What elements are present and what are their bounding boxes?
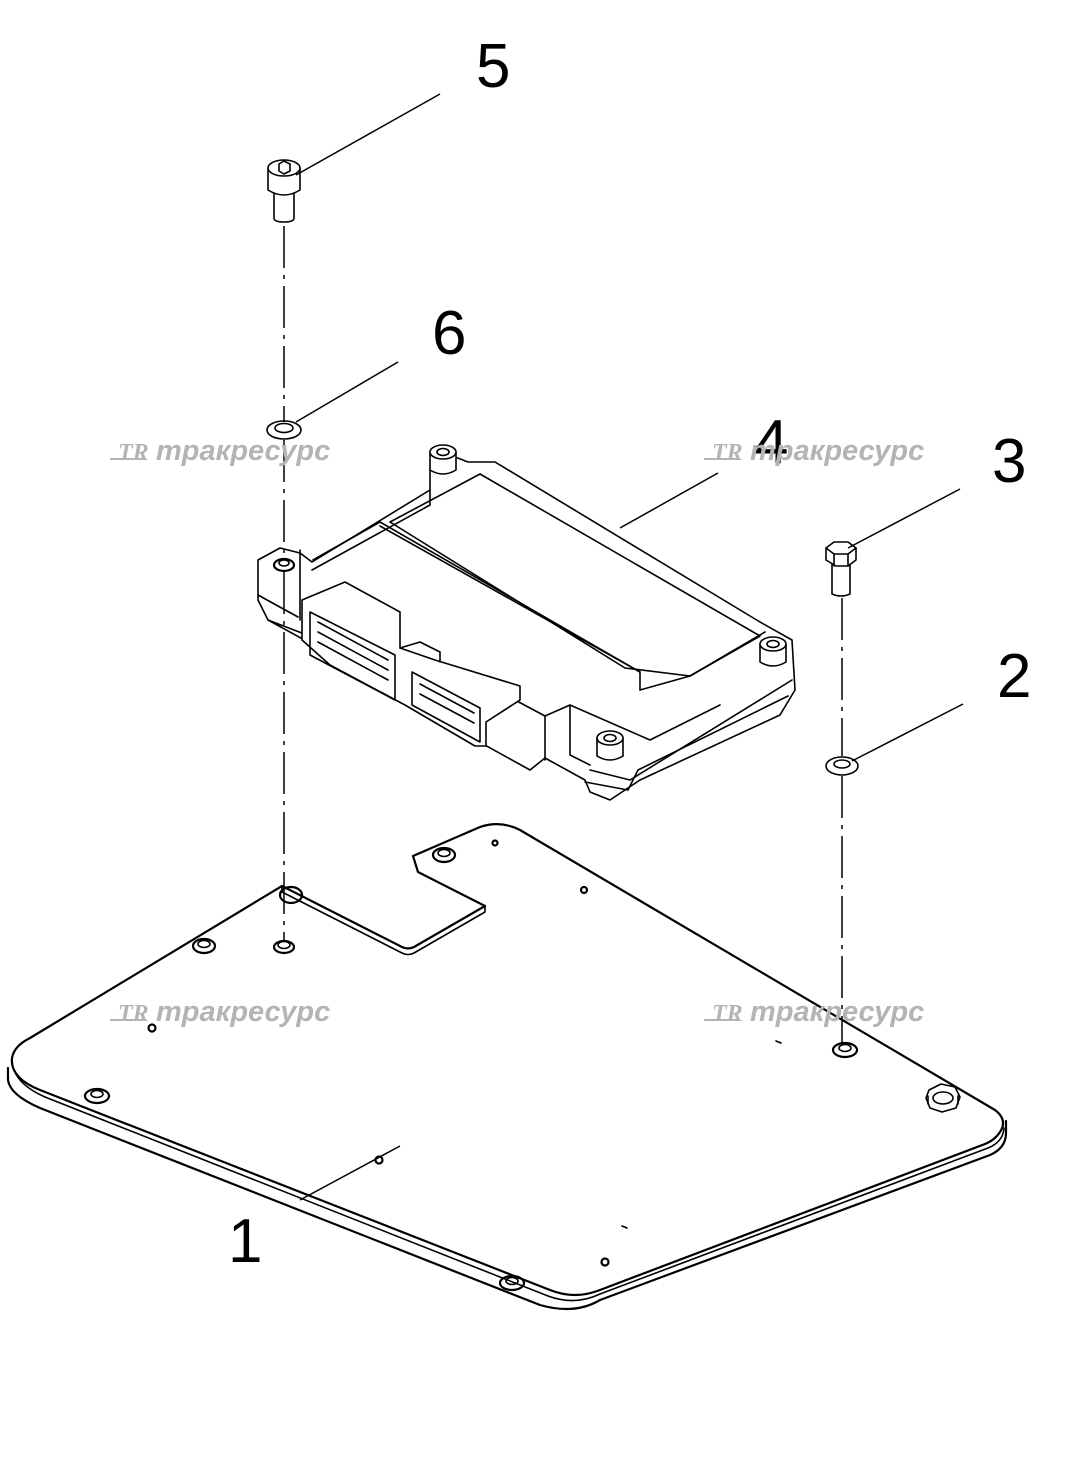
svg-text:TR: TR xyxy=(712,1001,743,1027)
watermark-top-right: TR тракресурс xyxy=(704,435,924,467)
callout-3: 3 xyxy=(992,427,1026,496)
callout-5: 5 xyxy=(476,32,510,101)
svg-text:тракресурс: тракресурс xyxy=(750,996,924,1028)
svg-text:тракресурс: тракресурс xyxy=(750,435,924,467)
leader-line-3 xyxy=(847,488,961,549)
svg-text:TR: TR xyxy=(118,1001,149,1027)
svg-text:TR: TR xyxy=(712,440,743,466)
svg-text:тракресурс: тракресурс xyxy=(156,435,330,467)
leader-line-2 xyxy=(851,703,964,762)
svg-text:тракресурс: тракресурс xyxy=(156,996,330,1028)
leader-line-6 xyxy=(295,361,399,423)
watermark-top-left: TR тракресурс xyxy=(110,435,330,467)
callout-1: 1 xyxy=(228,1207,262,1276)
callout-4: 4 xyxy=(754,408,788,477)
leader-line-5 xyxy=(295,93,441,176)
hex-bolt xyxy=(825,541,857,597)
washer-2 xyxy=(825,756,859,776)
mounting-plate xyxy=(6,823,1008,1311)
socket-head-screw xyxy=(267,159,301,223)
module-bolt-right xyxy=(759,636,787,667)
watermark-bottom-right: TR тракресурс xyxy=(704,996,924,1028)
control-unit xyxy=(257,444,796,801)
svg-text:TR: TR xyxy=(118,440,149,466)
module-bolt-front xyxy=(596,730,624,761)
module-bolt-top xyxy=(429,444,457,475)
watermark-bottom-left: TR тракресурс xyxy=(110,996,330,1028)
leader-line-4 xyxy=(619,472,719,529)
leader-line-1 xyxy=(299,1145,401,1201)
callout-6: 6 xyxy=(432,299,466,368)
callout-2: 2 xyxy=(997,642,1031,711)
